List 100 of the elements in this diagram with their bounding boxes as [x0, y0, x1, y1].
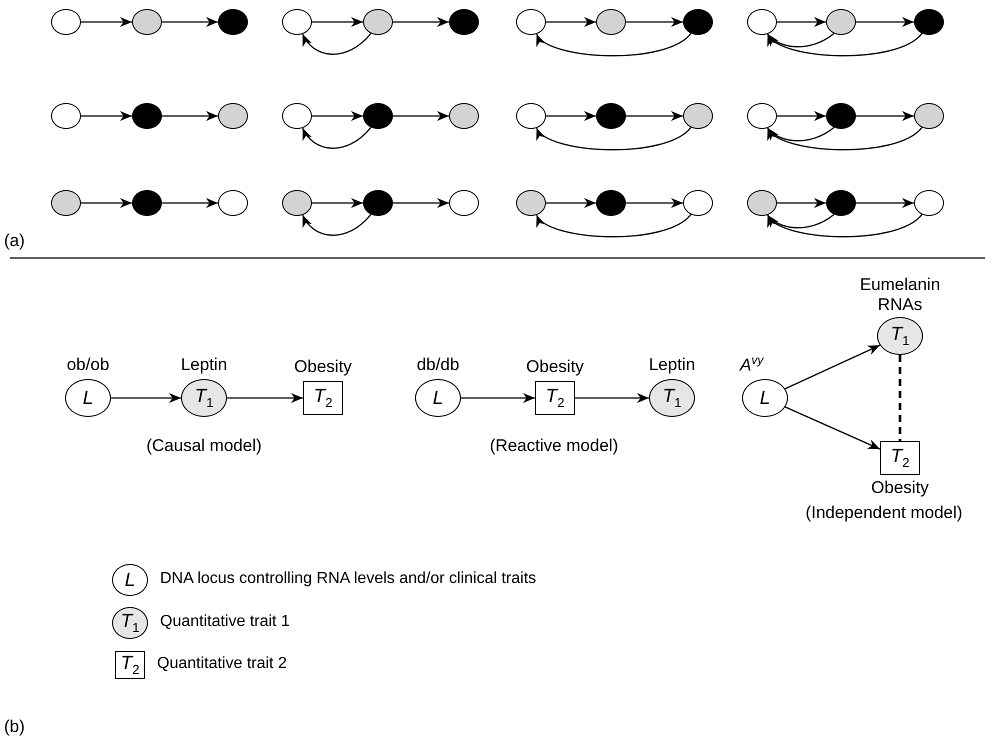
ellipse-node	[683, 9, 713, 35]
connector-line	[898, 355, 902, 441]
ellipse-node	[363, 9, 393, 35]
node-caption: A$^{vy}$	[740, 353, 764, 376]
ellipse-node	[914, 103, 944, 129]
ellipse-node	[914, 190, 944, 216]
arrow	[626, 198, 683, 208]
square-node	[115, 651, 145, 679]
ellipse-node	[516, 103, 546, 129]
arrow	[767, 127, 922, 150]
arrow	[777, 198, 826, 208]
arrow	[81, 198, 132, 208]
arrow	[767, 32, 834, 48]
node-symbol: L	[432, 388, 444, 408]
node-symbol: T$_{1}$	[662, 387, 682, 409]
arrow	[546, 198, 596, 208]
ellipse-node	[747, 190, 777, 216]
arrow	[393, 111, 449, 121]
arrow	[626, 111, 683, 121]
node-symbol: T$_{1}$	[120, 612, 140, 634]
ellipse-node	[65, 379, 111, 417]
ellipse-node	[516, 190, 546, 216]
arrow	[784, 344, 880, 390]
arrow	[856, 17, 914, 27]
node-caption: Obesity	[871, 478, 929, 498]
ellipse-node	[51, 190, 81, 216]
node-symbol: T$_{2}$	[890, 447, 910, 469]
arrow	[393, 198, 449, 208]
ellipse-node	[449, 190, 479, 216]
arrow	[162, 198, 218, 208]
arrow	[393, 17, 449, 27]
node-symbol: T$_{2}$	[314, 387, 332, 409]
square-node	[303, 381, 343, 415]
ellipse-node	[132, 103, 162, 129]
arrow	[626, 17, 683, 27]
arrow	[312, 17, 363, 27]
arrow	[536, 33, 692, 56]
ellipse-node	[415, 379, 461, 417]
node-caption: Eumelanin RNAs	[858, 275, 942, 315]
ellipse-node	[449, 9, 479, 35]
node-symbol: T$_{2}$	[120, 654, 140, 676]
ellipse-node	[363, 103, 393, 129]
arrow	[536, 214, 692, 238]
square-node	[880, 441, 920, 475]
legend-text: Quantitative trait 2	[157, 655, 287, 673]
ellipse-node	[282, 190, 312, 216]
ellipse-node	[449, 103, 479, 129]
legend-text: DNA locus controlling RNA levels and/or clinical traits	[160, 570, 536, 588]
ellipse-node	[51, 103, 81, 129]
ellipse-node	[282, 103, 312, 129]
panel-label: (a)	[4, 231, 25, 251]
arrow	[81, 111, 132, 121]
legend-text: Quantitative trait 1	[160, 613, 290, 631]
ellipse-node	[132, 9, 162, 35]
arrow	[546, 17, 596, 27]
node-symbol: T$_{1}$	[194, 387, 214, 409]
arrow	[312, 198, 363, 208]
node-caption: Leptin	[180, 355, 228, 375]
ellipse-node	[877, 317, 923, 355]
arrow	[767, 126, 834, 142]
ellipse-node	[132, 190, 162, 216]
arrow	[111, 393, 181, 403]
arrow	[302, 33, 372, 55]
ellipse-node	[596, 190, 626, 216]
model-caption: (Reactive model)	[490, 436, 618, 456]
arrow	[767, 214, 922, 238]
node-symbol: L	[124, 570, 136, 590]
ellipse-node	[112, 564, 148, 596]
ellipse-node	[363, 190, 393, 216]
node-caption: Leptin	[648, 355, 696, 375]
ellipse-node	[218, 9, 248, 35]
node-symbol: T$_{2}$	[546, 387, 564, 409]
ellipse-node	[683, 190, 713, 216]
node-caption: Obesity	[526, 357, 584, 377]
node-symbol: L	[760, 388, 770, 408]
model-caption: (Causal model)	[146, 436, 262, 456]
ellipse-node	[826, 9, 856, 35]
ellipse-node	[516, 9, 546, 35]
arrow	[777, 111, 826, 121]
arrow	[546, 111, 596, 121]
ellipse-node	[51, 9, 81, 35]
ellipse-node	[683, 103, 713, 129]
arrow	[162, 111, 218, 121]
node-symbol: L	[82, 388, 94, 408]
arrow	[536, 127, 692, 150]
arrow	[856, 111, 914, 121]
arrow	[302, 214, 372, 236]
arrow	[81, 17, 132, 27]
ellipse-node	[218, 103, 248, 129]
ellipse-node	[747, 103, 777, 129]
arrow	[784, 406, 880, 450]
ellipse-node	[826, 103, 856, 129]
ellipse-node	[218, 190, 248, 216]
panel-label: (b)	[4, 717, 25, 737]
ellipse-node	[742, 379, 788, 417]
arrow	[767, 214, 834, 228]
ellipse-node	[596, 103, 626, 129]
ellipse-node	[914, 9, 944, 35]
arrow	[767, 33, 922, 56]
ellipse-node	[596, 9, 626, 35]
